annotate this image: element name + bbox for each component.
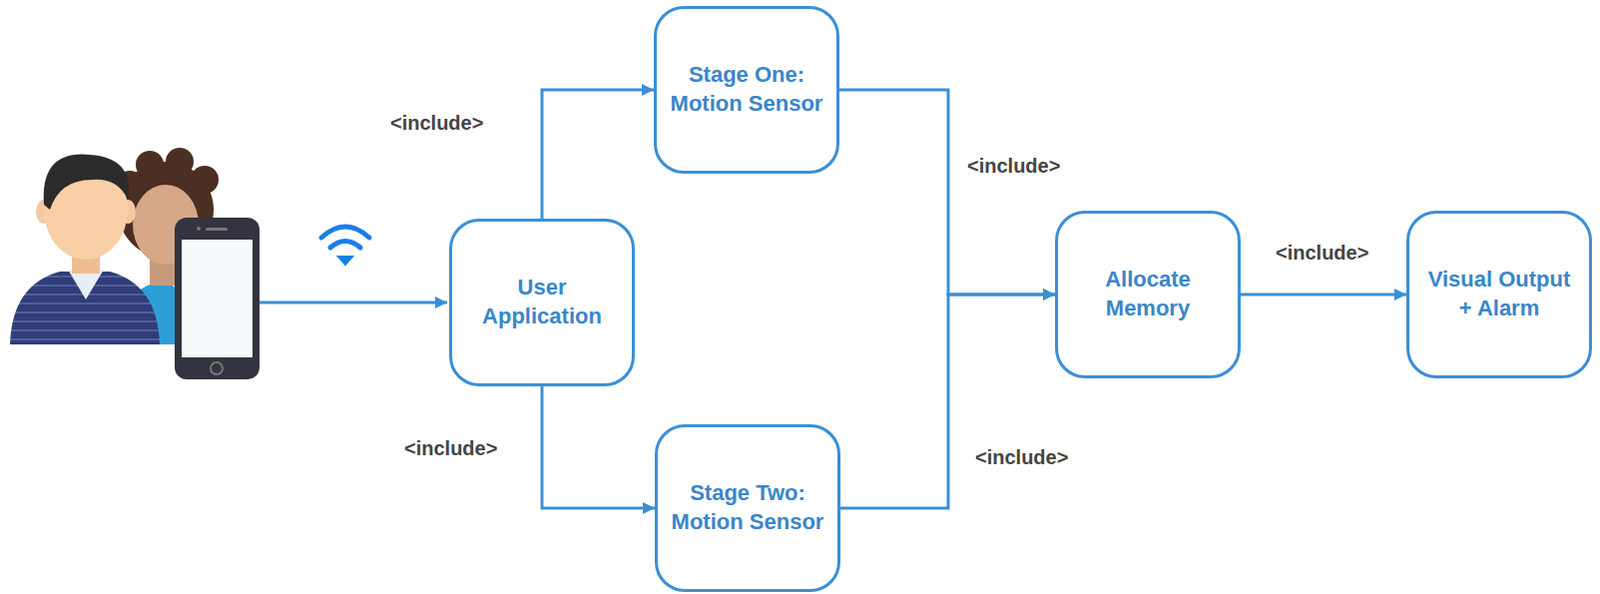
- include-connector: [840, 294, 1056, 509]
- stereotype-label: <include>: [387, 111, 487, 135]
- process-box: Visual Output + Alarm: [1406, 210, 1593, 379]
- process-box: Allocate Memory: [1055, 210, 1241, 379]
- wifi-symbol: [321, 226, 370, 265]
- stereotype-label: <include>: [972, 446, 1071, 470]
- box-label: User Application: [462, 273, 622, 331]
- box-label: Stage Two: Motion Sensor: [667, 479, 828, 536]
- phone-icon: [174, 217, 260, 380]
- include-connector: [839, 89, 1056, 295]
- stereotype-label: <include>: [964, 154, 1064, 178]
- box-label: Allocate Memory: [1067, 265, 1228, 323]
- include-connector: [541, 386, 655, 509]
- process-box: User Application: [449, 218, 635, 387]
- box-label: Stage One: Motion Sensor: [666, 60, 827, 118]
- process-box: Stage One: Motion Sensor: [653, 5, 840, 174]
- box-label: Visual Output + Alarm: [1419, 265, 1580, 323]
- man-figure: [9, 154, 160, 345]
- stereotype-label: <include>: [1272, 241, 1372, 265]
- stereotype-label: <include>: [401, 437, 501, 461]
- include-connector: [1240, 293, 1407, 297]
- process-box: Stage Two: Motion Sensor: [654, 424, 841, 592]
- include-connector: [541, 89, 654, 219]
- wireless-link: [259, 301, 448, 305]
